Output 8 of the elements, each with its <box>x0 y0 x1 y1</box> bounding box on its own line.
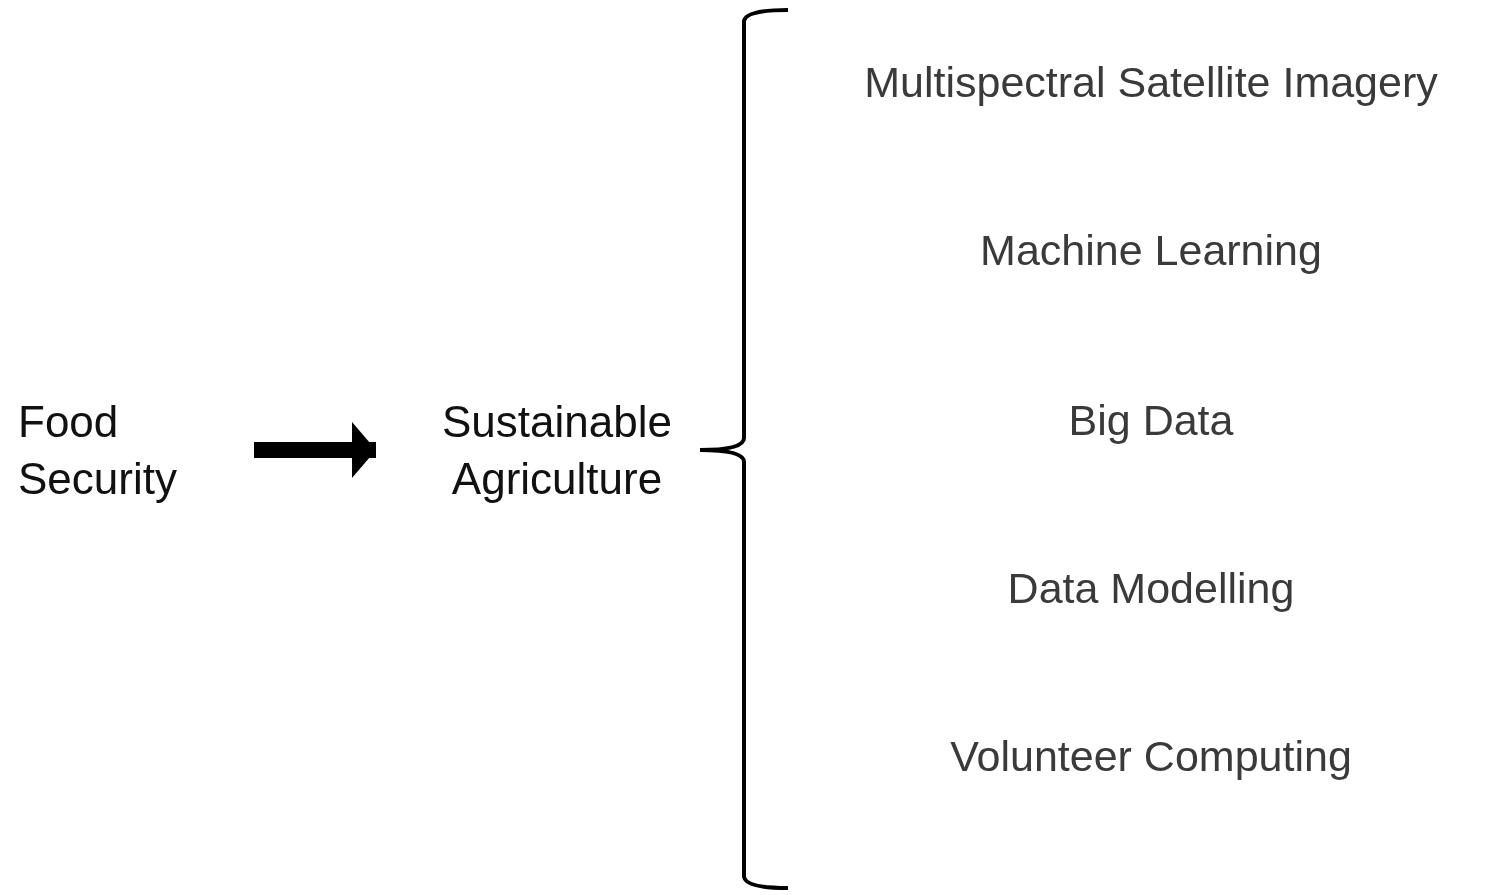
list-item-text: Multispectral Satellite Imagery <box>863 57 1439 108</box>
node-label: Sustainable Agriculture <box>441 396 673 505</box>
list-item-text: Data Modelling <box>1006 563 1296 614</box>
list-item-text: Volunteer Computing <box>949 731 1353 782</box>
node-label: Food Security <box>18 396 178 505</box>
list-item-text: Machine Learning <box>979 225 1323 276</box>
list-item-text: Big Data <box>1067 395 1235 446</box>
arrow <box>254 422 376 478</box>
